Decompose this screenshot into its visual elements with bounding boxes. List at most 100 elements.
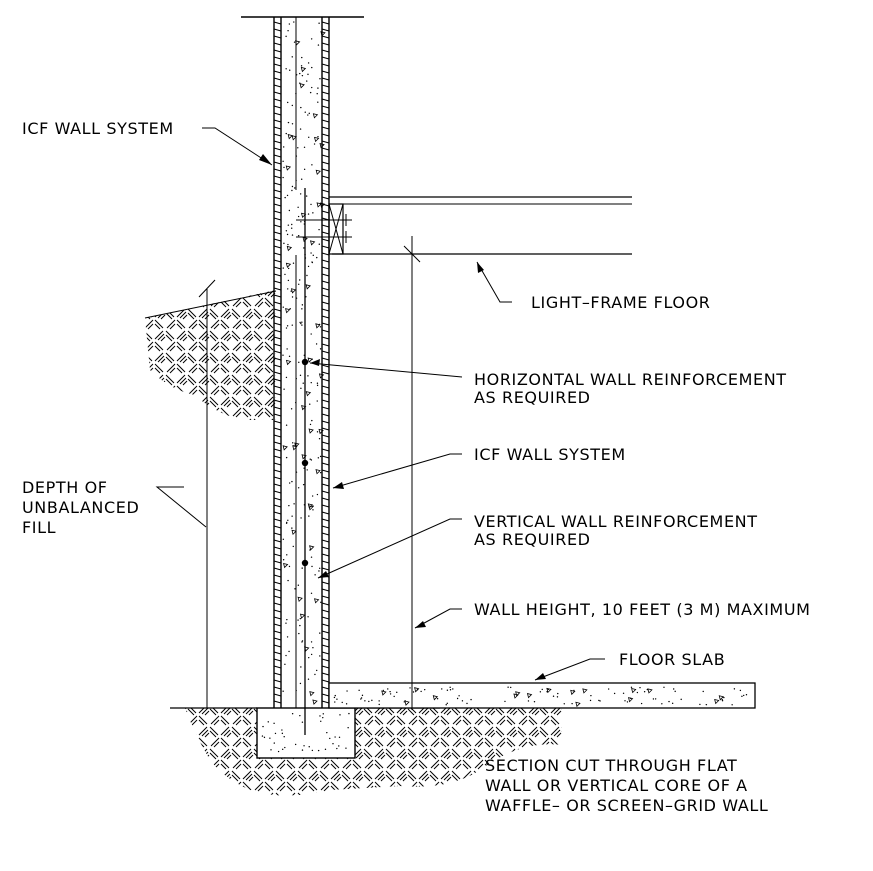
aggregate-chip — [292, 445, 298, 451]
aggregate-dot — [743, 694, 745, 697]
form-tie-tick — [273, 287, 282, 291]
aggregate-dot — [318, 228, 320, 231]
aggregate-dot — [284, 196, 286, 199]
aggregate-dot — [316, 382, 319, 384]
aggregate-dot — [745, 693, 748, 696]
aggregate-dot — [308, 515, 310, 517]
form-tie-tick — [273, 679, 282, 683]
aggregate-dot — [294, 588, 296, 590]
aggregate-dot — [282, 306, 284, 308]
aggregate-dot — [308, 656, 310, 659]
aggregate-dot — [329, 737, 331, 740]
form-tie-tick — [321, 56, 330, 60]
form-tie-tick — [321, 357, 330, 361]
aggregate-dot — [295, 377, 297, 380]
aggregate-dot — [332, 743, 334, 745]
aggregate-dot — [291, 189, 293, 192]
aggregate-chip — [647, 688, 653, 694]
aggregate-dot — [393, 695, 395, 698]
aggregate-dot — [282, 538, 285, 541]
aggregate-dot — [307, 62, 310, 64]
aggregate-dot — [452, 688, 454, 690]
aggregate-dot — [286, 636, 289, 638]
aggregate-chip — [305, 284, 311, 290]
form-tie-tick — [273, 700, 282, 704]
aggregate-dot — [311, 261, 313, 263]
aggregate-dot — [288, 209, 291, 212]
form-tie-tick — [273, 378, 282, 382]
aggregate-dot — [409, 687, 411, 689]
concrete-aggregate — [261, 21, 350, 753]
aggregate-dot — [269, 737, 271, 739]
aggregate-dot — [282, 160, 284, 163]
form-tie-tick — [273, 42, 282, 46]
aggregate-chip — [312, 699, 318, 705]
aggregate-dot — [306, 274, 308, 277]
form-tie-tick — [273, 49, 282, 53]
leader-arrowheads — [259, 154, 546, 680]
aggregate-chip — [301, 405, 307, 411]
aggregate-dot — [731, 704, 733, 706]
foam-form-ties — [273, 21, 330, 704]
aggregate-dot — [282, 690, 284, 692]
form-tie-tick — [321, 567, 330, 571]
aggregate-dot — [290, 408, 293, 410]
form-tie-tick — [321, 182, 330, 186]
aggregate-dot — [270, 749, 272, 751]
horizontal-rebar-1 — [301, 358, 309, 366]
aggregate-chip — [285, 308, 291, 314]
aggregate-dot — [389, 690, 391, 693]
form-tie-tick — [321, 602, 330, 606]
aggregate-dot — [316, 493, 319, 496]
aggregate-chip — [570, 689, 576, 696]
aggregate-dot — [312, 647, 314, 649]
aggregate-dot — [309, 458, 311, 460]
leader-lines — [155, 127, 605, 681]
aggregate-dot — [291, 123, 294, 125]
aggregate-chip — [627, 697, 634, 703]
aggregate-dot — [310, 333, 312, 335]
aggregate-dot — [295, 401, 297, 404]
aggregate-chip — [307, 357, 313, 363]
aggregate-dot — [286, 194, 289, 197]
form-tie-tick — [273, 301, 282, 305]
form-tie-tick — [273, 637, 282, 641]
aggregate-chip — [286, 245, 293, 252]
form-tie-tick — [321, 287, 330, 291]
form-tie-tick — [321, 189, 330, 193]
aggregate-dot — [315, 343, 318, 345]
form-tie-tick — [321, 49, 330, 53]
form-tie-tick — [321, 259, 330, 263]
aggregate-dot — [466, 702, 468, 705]
label-section-2: WALL OR VERTICAL CORE OF A — [485, 776, 748, 795]
aggregate-dot — [307, 213, 310, 215]
form-tie-tick — [273, 630, 282, 634]
aggregate-dot — [348, 712, 350, 715]
aggregate-dot — [317, 749, 320, 752]
aggregate-dot — [316, 431, 319, 433]
form-tie-tick — [273, 665, 282, 669]
form-tie-tick — [273, 406, 282, 410]
aggregate-dot — [287, 224, 290, 226]
aggregate-dot — [311, 565, 313, 568]
horizontal-rebar-2 — [301, 459, 309, 467]
aggregate-dot — [299, 714, 301, 717]
label-wall-height: WALL HEIGHT, 10 FEET (3 M) MAXIMUM — [474, 600, 811, 619]
aggregate-dot — [319, 348, 322, 350]
aggregate-dot — [293, 21, 295, 23]
light-frame-floor — [296, 196, 632, 255]
form-tie-tick — [273, 686, 282, 690]
aggregate-dot — [307, 73, 309, 76]
aggregate-chip — [312, 113, 319, 119]
aggregate-chip — [309, 545, 315, 551]
aggregate-dot — [319, 78, 321, 80]
aggregate-dot — [309, 91, 312, 94]
form-tie-tick — [321, 231, 330, 235]
form-tie-tick — [273, 238, 282, 242]
form-tie-tick — [273, 441, 282, 445]
aggregate-dot — [291, 223, 293, 226]
aggregate-dot — [297, 234, 300, 237]
form-tie-tick — [321, 91, 330, 95]
form-tie-tick — [321, 392, 330, 396]
aggregate-dot — [317, 87, 319, 89]
